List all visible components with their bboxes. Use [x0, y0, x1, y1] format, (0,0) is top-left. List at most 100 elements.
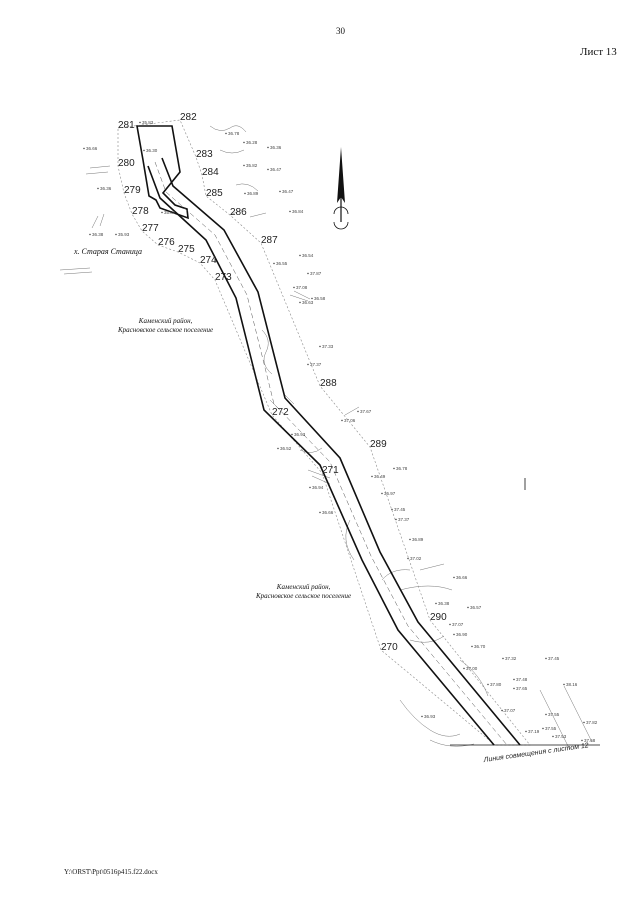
elevation-label: 37.02	[410, 556, 422, 561]
elevation-dot	[357, 410, 359, 413]
elevation-label: 36.30	[146, 148, 158, 153]
district-label-2: Каменский район, Красновское сельское по…	[256, 583, 351, 601]
elevation-dot	[307, 272, 309, 275]
elevation-label: 37.87	[310, 271, 322, 276]
elevation-dot	[563, 683, 565, 686]
elevation-dot	[244, 192, 246, 195]
elevation-dot	[453, 576, 455, 579]
elevation-dot	[409, 538, 411, 541]
elevation-label: 37.55	[545, 726, 557, 731]
boundary-point-279: 279	[124, 185, 141, 196]
elevation-dot	[487, 683, 489, 686]
elevation-dot	[225, 132, 227, 135]
elevation-label: 37.68	[584, 738, 596, 743]
property-boundary	[117, 119, 531, 746]
elevation-dot	[552, 735, 554, 738]
elevation-label: 36.78	[396, 466, 408, 471]
elevation-label: 38.16	[566, 682, 578, 687]
boundary-point-282: 282	[180, 112, 197, 123]
elevation-label: 36.66	[86, 146, 98, 151]
elevation-label: 35.83	[142, 120, 154, 125]
elevation-label: 36.57	[470, 605, 482, 610]
route-corridor	[147, 157, 521, 746]
elevation-label: 36.89	[247, 191, 259, 196]
elevation-label: 36.58	[314, 296, 326, 301]
elevation-label: 36.93	[294, 432, 306, 437]
boundary-point-280: 280	[118, 158, 135, 169]
elevation-dot	[319, 345, 321, 348]
elevation-label: 35.82	[246, 163, 258, 168]
elevation-label: 36.38	[438, 601, 450, 606]
elevation-dot	[502, 657, 504, 660]
elevation-dot	[97, 187, 99, 190]
elevation-dot	[341, 419, 343, 422]
elevation-dot	[279, 190, 281, 193]
elevation-label: 36.66	[456, 575, 468, 580]
elevation-dot	[501, 709, 503, 712]
elevation-dot	[545, 713, 547, 716]
elevation-dot	[299, 254, 301, 257]
elevation-label: 37.67	[360, 409, 372, 414]
district-label-2-line2: Красновское сельское поселение	[256, 592, 352, 600]
elevation-dot	[463, 667, 465, 670]
elevation-label: 36.78	[228, 131, 240, 136]
elevation-label: 36.97	[384, 491, 396, 496]
elevation-dot	[371, 475, 373, 478]
elevation-dot	[309, 486, 311, 489]
elevation-label: 37.82	[586, 720, 598, 725]
elevation-dot	[421, 715, 423, 718]
footer-file-path: Y:\ORST\Ppt\0516p415.f22.docx	[64, 868, 158, 876]
elevation-label: 37.37	[398, 517, 410, 522]
elevation-dot	[89, 233, 91, 236]
elevation-dot	[381, 492, 383, 495]
elevation-label: 37.37	[310, 362, 322, 367]
elevation-dot	[267, 168, 269, 171]
elevation-label: 36.89	[412, 537, 424, 542]
elevation-label: 36.63	[302, 300, 314, 305]
elevation-label: 37.06	[344, 418, 356, 423]
district-label-1-line1: Каменский район,	[138, 317, 193, 325]
elevation-label: 36.47	[270, 167, 282, 172]
elevation-label: 36.55	[276, 261, 288, 266]
elevation-dot	[395, 518, 397, 521]
boundary-point-283: 283	[196, 149, 213, 160]
boundary-point-278: 278	[132, 206, 149, 217]
elevation-label: 37.48	[516, 677, 528, 682]
elevation-label: 37.08	[296, 285, 308, 290]
elevation-dot	[525, 730, 527, 733]
boundary-point-272: 272	[272, 407, 289, 418]
north-arrow-icon	[333, 147, 349, 230]
elevation-label: 37.33	[322, 344, 334, 349]
elevation-label: 37.32	[505, 656, 517, 661]
elevation-dot	[453, 633, 455, 636]
elevation-label: 36.66	[322, 510, 334, 515]
elevation-label: 37.45	[548, 656, 560, 661]
terrain-hatching	[59, 125, 593, 751]
elevation-label: 36.49	[374, 474, 386, 479]
elevation-label: 37.80	[490, 682, 502, 687]
elevation-dot	[143, 149, 145, 152]
match-line-label: Линия совмещения с листом 12	[482, 742, 589, 764]
elevation-dot	[449, 623, 451, 626]
elevation-dot	[471, 645, 473, 648]
elevation-dot	[307, 363, 309, 366]
elevation-label: 36.90	[456, 632, 468, 637]
boundary-point-281: 281	[118, 120, 135, 131]
elevation-dot	[83, 147, 85, 150]
elevation-dot	[293, 286, 295, 289]
elevation-label: 36.52	[280, 446, 292, 451]
boundary-point-284: 284	[202, 167, 219, 178]
elevation-dot	[391, 508, 393, 511]
elevation-label: 37.07	[504, 708, 516, 713]
boundary-point-275: 275	[178, 244, 195, 255]
elevation-label: 37.53	[555, 734, 567, 739]
elevation-label: 36.93	[424, 714, 436, 719]
elevation-label: 36.70	[474, 644, 486, 649]
elevation-dot	[161, 211, 163, 214]
elevation-dot	[513, 687, 515, 690]
elevation-dot	[299, 301, 301, 304]
elevation-label: 36.47	[282, 189, 294, 194]
